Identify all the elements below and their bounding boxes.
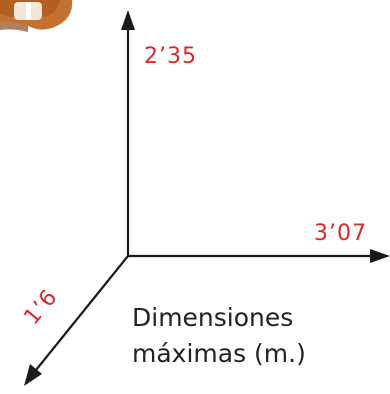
down-left-arrowhead	[24, 364, 42, 386]
height-axis	[121, 10, 135, 256]
width-dimension-label: 3’07	[314, 221, 367, 246]
up-arrowhead	[121, 10, 135, 30]
depth-dimension-label: 1’6	[19, 285, 63, 330]
right-arrowhead	[370, 249, 390, 263]
dimensions-caption: Dimensiones máximas (m.)	[132, 300, 306, 372]
width-axis	[128, 249, 390, 263]
product-thumbnail-image	[0, 0, 73, 32]
height-dimension-label: 2’35	[144, 44, 197, 69]
caption-line-1: Dimensiones	[132, 303, 294, 332]
depth-axis	[24, 255, 129, 386]
caption-line-2: máximas (m.)	[132, 339, 306, 368]
